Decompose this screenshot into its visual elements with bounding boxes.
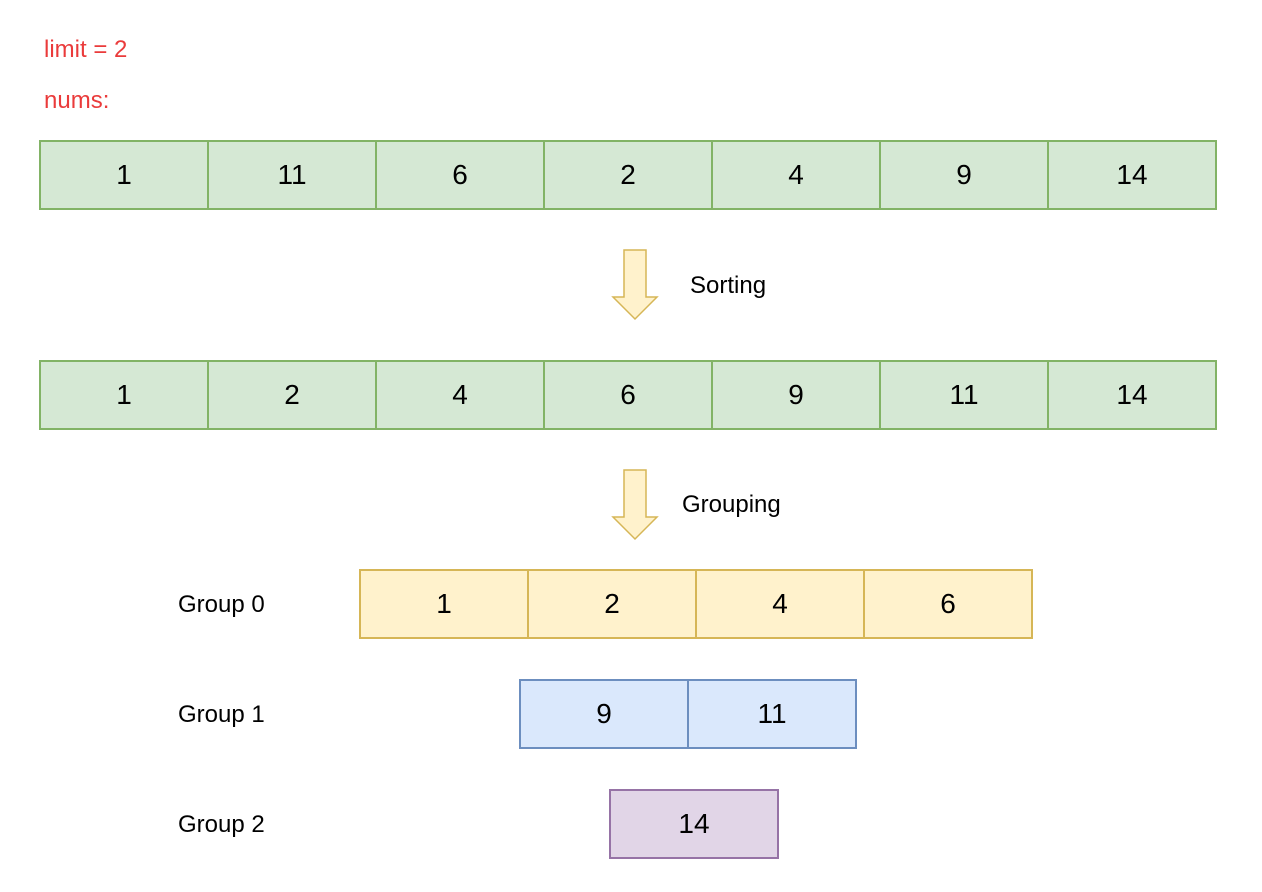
- grouping-arrow-icon: [611, 469, 659, 541]
- nums-cell: 11: [207, 140, 377, 210]
- sorted-cell: 14: [1047, 360, 1217, 430]
- group-0-array: 1 2 4 6: [359, 569, 1033, 639]
- limit-label: limit = 2: [44, 36, 128, 63]
- group-2-label: Group 2: [178, 811, 265, 838]
- sorted-array: 1 2 4 6 9 11 14: [39, 360, 1217, 430]
- group-1-label: Group 1: [178, 701, 265, 728]
- nums-label: nums:: [44, 87, 110, 114]
- nums-cell: 14: [1047, 140, 1217, 210]
- sorted-cell: 6: [543, 360, 713, 430]
- group-0-cell: 6: [863, 569, 1033, 639]
- nums-cell: 2: [543, 140, 713, 210]
- nums-cell: 6: [375, 140, 545, 210]
- sorted-cell: 9: [711, 360, 881, 430]
- nums-cell: 4: [711, 140, 881, 210]
- sorted-cell: 11: [879, 360, 1049, 430]
- group-0-cell: 1: [359, 569, 529, 639]
- group-1-cell: 11: [687, 679, 857, 749]
- nums-cell: 1: [39, 140, 209, 210]
- nums-array: 1 11 6 2 4 9 14: [39, 140, 1217, 210]
- group-2-array: 14: [609, 789, 779, 859]
- sorted-cell: 2: [207, 360, 377, 430]
- sorting-label: Sorting: [690, 272, 767, 299]
- group-0-label: Group 0: [178, 591, 265, 618]
- group-0-cell: 4: [695, 569, 865, 639]
- grouping-label: Grouping: [682, 491, 781, 518]
- group-0-cell: 2: [527, 569, 697, 639]
- group-1-array: 9 11: [519, 679, 857, 749]
- nums-cell: 9: [879, 140, 1049, 210]
- sorting-arrow-icon: [611, 249, 659, 321]
- group-1-cell: 9: [519, 679, 689, 749]
- sorted-cell: 1: [39, 360, 209, 430]
- sorted-cell: 4: [375, 360, 545, 430]
- group-2-cell: 14: [609, 789, 779, 859]
